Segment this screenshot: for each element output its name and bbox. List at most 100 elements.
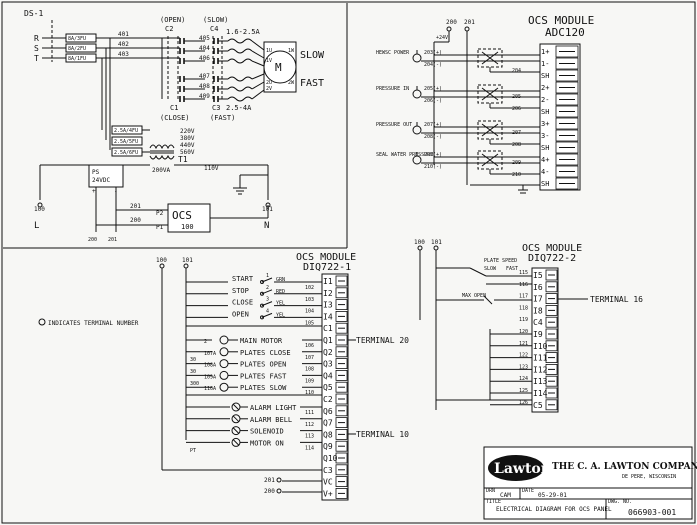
company-city: DE PERE, WISCONSIN	[622, 474, 676, 480]
max-open-switch	[483, 295, 493, 305]
adc-terminal-label: 2-	[541, 96, 549, 104]
transformer-secondary-voltage: 110V	[204, 165, 219, 172]
power-section: DS-1 R S T 8A/3FU 8A/2FU 8A/1FU 401 402 …	[24, 9, 325, 243]
diq1-input-switch-num: 1	[266, 273, 269, 279]
adc-sensor-neg: 206(-)	[424, 98, 442, 104]
diq1-terminal-label: Q9	[323, 442, 333, 451]
diq1-node-101: 101	[182, 257, 193, 264]
diq2-terminal-label: C4	[533, 318, 543, 327]
motor-1w: 1W	[288, 48, 295, 54]
adc-sensor-name: HEWSC POWER	[376, 50, 410, 56]
terminal-20-label: TERMINAL 20	[356, 336, 409, 345]
diq2-title: OCS MODULE	[522, 243, 582, 254]
drawn-by: CAM	[500, 492, 511, 499]
diq1-terminal-label: Q3	[323, 360, 333, 369]
diq2-wire-number: 126	[519, 400, 528, 406]
fast-label: (FAST)	[210, 114, 235, 122]
diq1-terminal-label: I1	[323, 277, 333, 286]
diq1-input-wire: 103	[305, 297, 314, 303]
adc-terminal-label: SH	[541, 144, 549, 152]
diq1-terminal-label: Q6	[323, 407, 333, 416]
diq1-extra-wire: 300	[190, 381, 199, 387]
diq2-wire-number: 117	[519, 294, 528, 300]
wire-402: 402	[118, 41, 129, 48]
diq1-terminal-label: I4	[323, 312, 333, 321]
diq1-output-label: MAIN MOTOR	[240, 337, 283, 345]
coil-icon	[219, 382, 229, 392]
diq1-output-wire: 106	[305, 343, 314, 349]
wire-408: 408	[199, 83, 210, 90]
diq2-wire-number: 118	[519, 305, 528, 311]
diq1-output-coil: 107A	[204, 351, 216, 357]
adc-subtitle: ADC120	[545, 26, 585, 39]
node-201-bottom: 201	[264, 477, 275, 484]
diq2-wire-number: 116	[519, 282, 528, 288]
adc-sensor-pos: 205(+)	[424, 86, 442, 92]
diq2-wire-number: 121	[519, 341, 528, 347]
diq1-output-label: PLATES FAST	[240, 372, 287, 380]
coil-icon	[219, 359, 229, 369]
node-200-bottom: 200	[264, 488, 275, 495]
diq1-title: OCS MODULE	[296, 252, 356, 263]
adc-title: OCS MODULE	[528, 14, 594, 27]
diq1-terminal-label: Q5	[323, 383, 333, 392]
adc-node-200: 200	[446, 19, 457, 26]
adc-wire-number: 207	[512, 130, 521, 136]
diq1-output-wire: 109	[305, 378, 314, 384]
diq2-wire-number: 120	[519, 329, 528, 335]
diq1-extra-wire: PT	[190, 448, 196, 454]
fuse-1fu-label: 8A/1FU	[68, 56, 86, 62]
logo-text: Lawton	[494, 461, 551, 477]
phase-t: T	[34, 54, 39, 63]
diq1-input-wire: 104	[305, 309, 314, 315]
ocs-label: OCS	[172, 209, 192, 222]
adc-wire-number: 208	[512, 142, 521, 148]
adc-terminal-label: SH	[541, 180, 549, 188]
adc-wire-number: 205	[512, 94, 521, 100]
diq1-output-wire: 108	[305, 367, 314, 373]
twisted-pair-icon	[481, 153, 499, 167]
adc-sensor-neg: 210(-)	[424, 164, 442, 170]
diq1-output-coil: 2	[204, 339, 207, 345]
drawing-date: 05-29-01	[538, 492, 567, 499]
max-open-label: MAX OPEN	[462, 293, 486, 299]
diq1-extra-wire: 30	[190, 357, 196, 363]
diq2-terminal-label: C5	[533, 401, 543, 410]
wire-406: 406	[199, 55, 210, 62]
c3-label: C3	[212, 104, 220, 112]
diq2-wire-number: 123	[519, 364, 528, 370]
adc-terminal-label: 2+	[541, 84, 549, 92]
diq2-terminal-label: I6	[533, 283, 543, 292]
diq1-input-label: START	[232, 275, 254, 283]
terminal-10-label: TERMINAL 10	[356, 430, 409, 439]
diq1-terminal-label: Q7	[323, 419, 333, 428]
transformer-primary	[149, 144, 175, 150]
wire-405: 405	[199, 35, 210, 42]
motor-label: M	[275, 61, 282, 74]
power-supply-label: PS	[92, 169, 100, 176]
line-label: L	[34, 221, 39, 231]
diq1-terminal-label: Q10	[323, 454, 338, 463]
adc-sensor-pos: 209(+)	[424, 152, 442, 158]
cable-shield	[477, 150, 503, 170]
alarm-device-cross	[232, 403, 240, 411]
alarm-device-cross	[232, 427, 240, 434]
coil-icon	[219, 370, 229, 380]
sensor-transducer-icon	[412, 89, 422, 99]
diq1-input-color: YEL	[276, 312, 285, 318]
fuse-5fu	[111, 136, 143, 146]
slow-label: (SLOW)	[203, 16, 228, 24]
adc-terminal-label: SH	[541, 72, 549, 80]
diq2-wire-number: 124	[519, 376, 528, 382]
c2-label: C2	[165, 25, 173, 33]
diq2-terminal-label: I9	[533, 330, 543, 339]
diq2-terminal-label: I12	[533, 365, 548, 374]
plate-speed-fast: FAST	[506, 266, 518, 272]
diq1-alarm-wire: 113	[305, 434, 314, 440]
legend: INDICATES TERMINAL NUMBER	[38, 318, 139, 327]
ocs-number: 100	[181, 223, 194, 231]
diq1-alarm-label: ALARM BELL	[250, 416, 292, 424]
